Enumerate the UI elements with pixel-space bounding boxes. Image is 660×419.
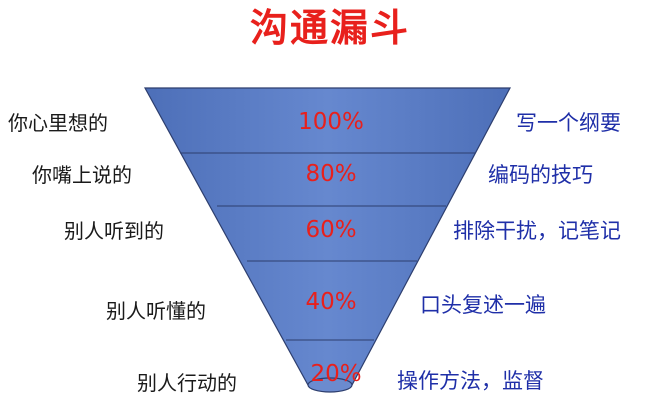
- level-left-label: 你心里想的: [8, 111, 108, 135]
- level-right-label: 写一个纲要: [516, 111, 621, 135]
- funnel-spout: [307, 377, 353, 393]
- level-percent: 80%: [305, 161, 357, 187]
- level-right-label: 编码的技巧: [488, 163, 593, 187]
- page-title: 沟通漏斗: [249, 6, 410, 50]
- level-percent: 20%: [310, 361, 362, 387]
- level-percent: 40%: [305, 289, 357, 315]
- level-left-label: 别人听到的: [64, 219, 164, 243]
- level-percent: 60%: [305, 217, 357, 243]
- level-left-label: 你嘴上说的: [32, 163, 132, 187]
- level-right-label: 口头复述一遍: [420, 293, 546, 317]
- level-left-label: 别人听懂的: [106, 299, 206, 323]
- level-percent: 100%: [298, 109, 364, 135]
- level-right-label: 操作方法，监督: [397, 369, 544, 393]
- level-right-label: 排除干扰，记笔记: [453, 219, 621, 243]
- level-left-label: 别人行动的: [137, 371, 237, 395]
